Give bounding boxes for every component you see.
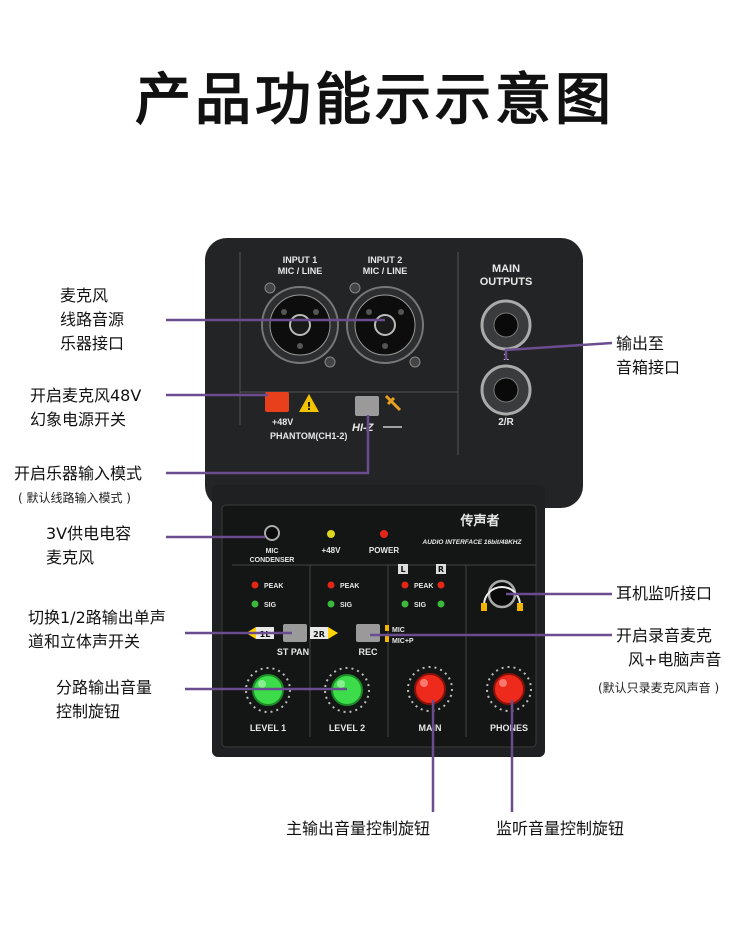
input2-sublabel: MIC / LINE [363, 266, 408, 276]
main-l-peak-led [401, 581, 409, 589]
main-r-peak-led [437, 581, 445, 589]
callout-combo-inputs-line1: 麦克风 [60, 286, 109, 305]
input1-label: INPUT 1 [283, 255, 318, 265]
guitar-icon [384, 394, 402, 412]
callout-combo-inputs-line3: 乐器接口 [60, 334, 125, 353]
combo-jack-input-2[interactable] [346, 282, 424, 368]
hiz-label: HI-Z [352, 422, 375, 434]
mic-condenser-jack[interactable] [264, 525, 280, 541]
main-volume-knob[interactable] [407, 666, 453, 712]
callout-mic-condenser-line2: 麦克风 [46, 548, 95, 567]
output-jack-2[interactable] [480, 364, 532, 416]
callout-rec: 开启录音麦克 风+电脑声音 [616, 624, 721, 672]
callout-main-volume: 主输出音量控制旋钮 [286, 819, 431, 838]
callout-phantom-line1: 开启麦克风48V [30, 386, 142, 405]
callout-phantom: 开启麦克风48V 幻象电源开关 [30, 384, 141, 432]
main-r-label: R [438, 565, 444, 574]
callout-lines [166, 318, 613, 812]
callout-st-pan-line2: 道和立体声开关 [28, 632, 141, 651]
callout-rec-line1: 开启录音麦克 [616, 626, 713, 645]
level2-label: LEVEL 2 [329, 723, 365, 733]
mic-condenser-sublabel: CONDENSER [250, 557, 295, 564]
ch1-peak-led [251, 581, 259, 589]
callout-level-knobs-line2: 控制旋钮 [56, 702, 121, 721]
callout-main-outputs-line1: 输出至 [616, 334, 665, 353]
output-jack-1[interactable] [480, 299, 532, 351]
warning-icon [299, 394, 319, 412]
rec-mic-label: MIC [392, 627, 405, 634]
st-pan-label: ST PAN [277, 647, 309, 657]
phones-label: PHONES [490, 723, 528, 733]
rec-switch[interactable] [356, 624, 380, 642]
output-2-label: 2/R [498, 417, 514, 428]
led-48v-label: +48V [322, 546, 342, 555]
led-power-label: POWER [369, 546, 399, 555]
main-label: MAIN [419, 723, 442, 733]
callout-headphone: 耳机监听接口 [616, 584, 713, 603]
ch1-sig-label: SIG [264, 602, 277, 609]
combo-jack-input-1[interactable] [261, 282, 339, 368]
phantom-power-button[interactable] [265, 392, 289, 412]
main-peak-label: PEAK [414, 583, 433, 590]
mic-condenser-label: MIC [266, 548, 279, 555]
callout-rec-note: (默认只录麦克风声音 ) [598, 681, 720, 695]
callout-phantom-line2: 幻象电源开关 [30, 410, 127, 429]
callout-hiz-note: ( 默认线路输入模式 ) [18, 491, 131, 505]
ch2-peak-led [327, 581, 335, 589]
page-title: 产品功能示示意图 [135, 68, 615, 133]
phantom-label: PHANTOM(CH1-2) [270, 431, 347, 441]
callout-main-outputs-line2: 音箱接口 [616, 358, 681, 377]
callout-combo-inputs-line2: 线路音源 [60, 310, 125, 329]
st-pan-1l-label: 1L [260, 630, 271, 639]
rec-micp-label: MIC+P [392, 638, 414, 645]
main-outputs-label: MAIN [492, 263, 520, 275]
led-power [380, 530, 388, 538]
ch2-sig-label: SIG [340, 602, 353, 609]
svg-text:!: ! [306, 400, 311, 413]
callout-phones-volume: 监听音量控制旋钮 [496, 819, 625, 838]
input2-label: INPUT 2 [368, 255, 403, 265]
callout-st-pan: 切换1/2路输出单声 道和立体声开关 [28, 606, 166, 654]
callout-mic-condenser-line1: 3V供电电容 [46, 524, 132, 543]
hiz-button[interactable] [355, 396, 379, 416]
main-l-sig-led [401, 600, 409, 608]
phones-volume-knob[interactable] [486, 666, 532, 712]
callout-st-pan-line1: 切换1/2路输出单声 [28, 608, 166, 627]
callout-main-outputs: 输出至 音箱接口 [616, 332, 680, 380]
rec-label: REC [358, 647, 378, 657]
callout-combo-inputs: 麦克风 线路音源 乐器接口 [60, 284, 124, 356]
ch2-peak-label: PEAK [340, 583, 359, 590]
st-pan-2r-label: 2R [313, 630, 325, 639]
plus48-label: +48V [272, 417, 293, 427]
callout-level-knobs: 分路输出音量 控制旋钮 [56, 676, 152, 724]
ch1-sig-led [251, 600, 259, 608]
main-outputs-sublabel: OUTPUTS [480, 276, 533, 288]
main-sig-label: SIG [414, 602, 427, 609]
ch1-peak-label: PEAK [264, 583, 283, 590]
led-48v [327, 530, 335, 538]
level1-label: LEVEL 1 [250, 723, 286, 733]
st-pan-switch[interactable] [283, 624, 307, 642]
main-l-label: L [400, 565, 405, 574]
brand-name: 传声者 [459, 513, 499, 528]
ch2-sig-led [327, 600, 335, 608]
brand-subtitle: AUDIO INTERFACE 16bit/48KHZ [422, 539, 523, 546]
callout-level-knobs-line1: 分路输出音量 [56, 678, 153, 697]
callout-rec-line2: 风+电脑声音 [628, 650, 722, 669]
callout-mic-condenser: 3V供电电容 麦克风 [46, 522, 131, 570]
input1-sublabel: MIC / LINE [278, 266, 323, 276]
callout-hiz: 开启乐器输入模式 [14, 464, 143, 483]
main-r-sig-led [437, 600, 445, 608]
